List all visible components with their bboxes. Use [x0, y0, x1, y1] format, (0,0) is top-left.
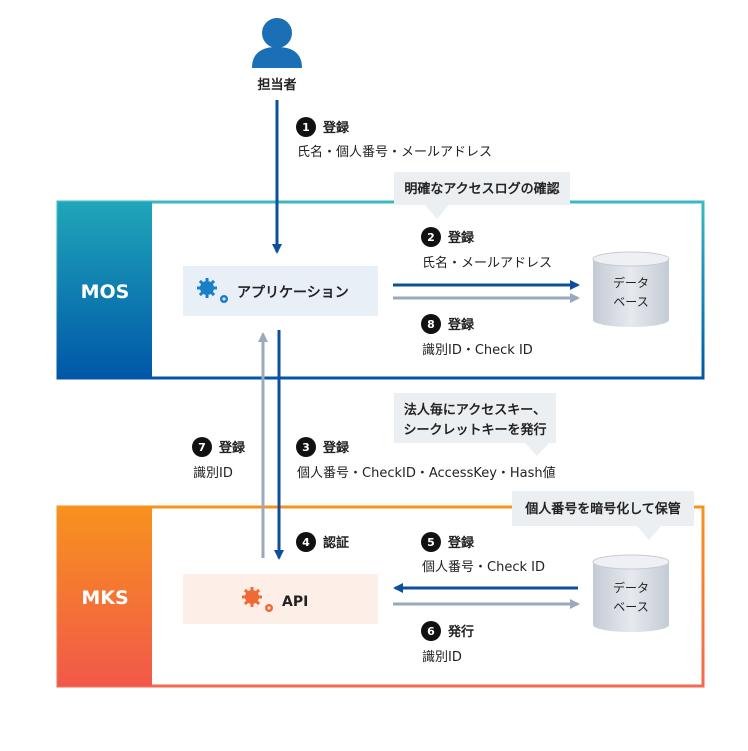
- step-1: 1 登録 氏名・個人番号・メールアドレス: [296, 117, 492, 160]
- step-6: 6 発行 識別ID: [421, 621, 474, 665]
- mks-database-icon: データ ベース: [592, 554, 670, 632]
- step-8-title: 登録: [447, 317, 475, 333]
- mks-db-label-2: ベース: [613, 600, 648, 614]
- svg-text:7: 7: [198, 441, 206, 454]
- callout-encryption: 個人番号を暗号化して保管: [512, 491, 694, 540]
- step-1-detail: 氏名・個人番号・メールアドレス: [297, 144, 492, 160]
- application-box: アプリケーション: [183, 266, 378, 316]
- step-3-detail: 個人番号・CheckID・AccessKey・Hash値: [297, 465, 556, 481]
- svg-text:1: 1: [302, 121, 310, 134]
- step-6-detail: 識別ID: [422, 650, 462, 665]
- step-8: 8 登録 識別ID・Check ID: [421, 314, 533, 358]
- step-4-title: 認証: [323, 535, 349, 551]
- gear-icon: [197, 278, 228, 303]
- mos-db-label-1: データ: [613, 275, 649, 290]
- api-label: API: [282, 594, 308, 610]
- step-7-detail: 識別ID: [193, 466, 233, 481]
- mks-db-label-1: データ: [613, 580, 649, 595]
- api-box: API: [183, 574, 378, 624]
- step-badge: [296, 532, 316, 552]
- svg-text:5: 5: [427, 536, 435, 549]
- mks-label: MKS: [81, 587, 128, 609]
- mos-label: MOS: [81, 281, 130, 303]
- svg-text:8: 8: [427, 318, 435, 331]
- callout-access-log-text: 明確なアクセスログの確認: [404, 181, 559, 197]
- svg-text:3: 3: [302, 441, 310, 454]
- step-1-title: 登録: [322, 120, 350, 136]
- callout-key-issue-line1: 法人毎にアクセスキー、: [404, 402, 546, 418]
- step-8-detail: 識別ID・Check ID: [422, 343, 533, 358]
- step-2: 2 登録 氏名・メールアドレス: [421, 227, 552, 271]
- person-label: 担当者: [257, 77, 296, 93]
- step-5-title: 登録: [447, 535, 475, 551]
- callout-encryption-text: 個人番号を暗号化して保管: [524, 501, 681, 517]
- callout-key-issue-line2: シークレットキーを発行: [403, 422, 546, 438]
- step-5-detail: 個人番号・Check ID: [422, 560, 545, 575]
- svg-text:2: 2: [427, 231, 435, 244]
- step-badge: [421, 532, 441, 552]
- person-icon: [252, 18, 302, 68]
- application-label: アプリケーション: [237, 285, 349, 301]
- callout-key-issue: 法人毎にアクセスキー、 シークレットキーを発行: [394, 393, 556, 456]
- step-badge: [296, 117, 316, 137]
- step-5: 5 登録 個人番号・Check ID: [421, 532, 545, 575]
- mos-database-icon: データ ベース: [592, 251, 670, 327]
- step-badge: [192, 437, 212, 457]
- mos-db-label-2: ベース: [613, 295, 648, 309]
- step-2-title: 登録: [447, 230, 475, 246]
- step-badge: [421, 314, 441, 334]
- step-badge: [421, 621, 441, 641]
- step-2-detail: 氏名・メールアドレス: [422, 255, 552, 271]
- step-3: 3 登録 個人番号・CheckID・AccessKey・Hash値: [296, 437, 556, 481]
- step-4: 4 認証: [296, 532, 349, 552]
- step-badge: [421, 227, 441, 247]
- svg-text:4: 4: [302, 536, 310, 549]
- step-7-title: 登録: [218, 440, 246, 456]
- callout-access-log: 明確なアクセスログの確認: [394, 172, 570, 219]
- step-7: 7 登録 識別ID: [192, 437, 246, 481]
- step-badge: [296, 437, 316, 457]
- step-3-title: 登録: [322, 440, 350, 456]
- svg-text:6: 6: [427, 625, 435, 638]
- step-6-title: 発行: [447, 624, 474, 640]
- gear-icon: [242, 587, 273, 612]
